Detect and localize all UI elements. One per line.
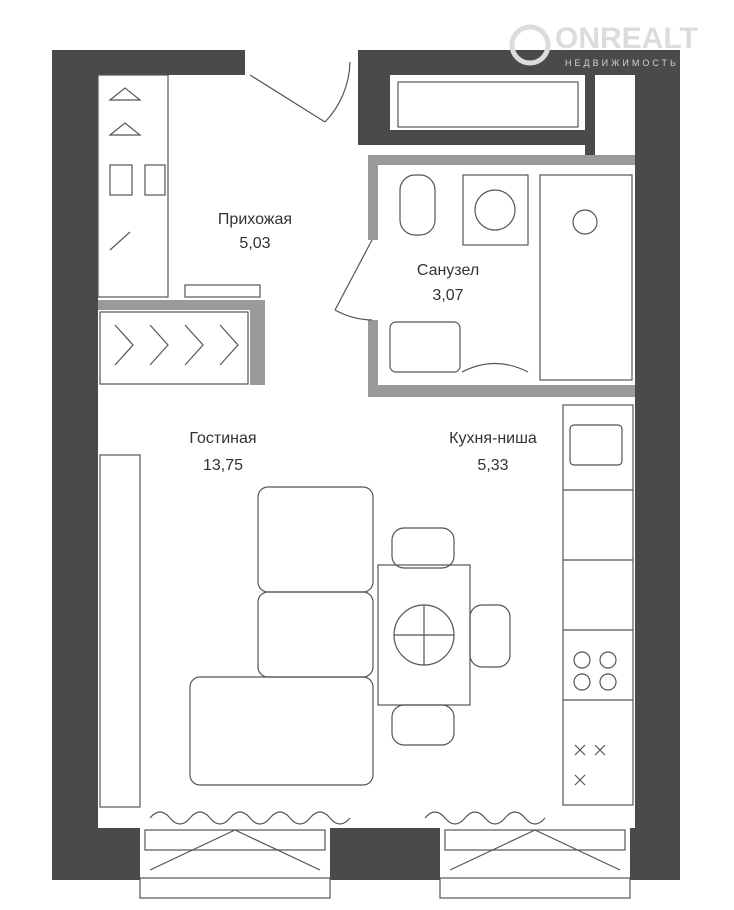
hallway-wardrobe: [97, 74, 169, 298]
outer-walls: [52, 50, 680, 880]
bathroom-door[interactable]: [334, 239, 373, 321]
watermark-tagline: НЕДВИЖИМОСТЬ: [565, 58, 679, 68]
curtains: [149, 811, 546, 825]
shower: [539, 174, 633, 381]
room-name-bathroom: Санузел: [417, 262, 479, 279]
room-area-bathroom: 3,07: [432, 287, 463, 304]
balcony-windows: [139, 829, 631, 899]
entrance-door[interactable]: [249, 61, 351, 123]
washbasin: [389, 321, 461, 373]
watermark-logo: ONREALT НЕДВИЖИМОСТЬ: [509, 22, 698, 68]
room-area-kitchen: 5,33: [477, 457, 508, 474]
room-area-living: 13,75: [203, 457, 243, 474]
partitions: [98, 155, 635, 397]
window-niche: [397, 81, 579, 128]
room-name-kitchen: Кухня-ниша: [449, 430, 537, 447]
watermark-brand: ONREALT: [555, 22, 698, 55]
kitchen-unit: [562, 404, 634, 806]
toilet: [399, 174, 436, 236]
living-wardrobe: [99, 311, 249, 385]
room-name-living: Гостиная: [189, 430, 256, 447]
dining-table: [377, 527, 511, 746]
tv-stand: [99, 454, 141, 808]
room-name-hallway: Прихожая: [218, 211, 292, 228]
shoe-bench: [184, 284, 261, 298]
washing-machine: [462, 174, 529, 246]
room-area-hallway: 5,03: [239, 235, 270, 252]
bathroom-fixtures: [389, 174, 633, 381]
sofa: [189, 486, 374, 786]
